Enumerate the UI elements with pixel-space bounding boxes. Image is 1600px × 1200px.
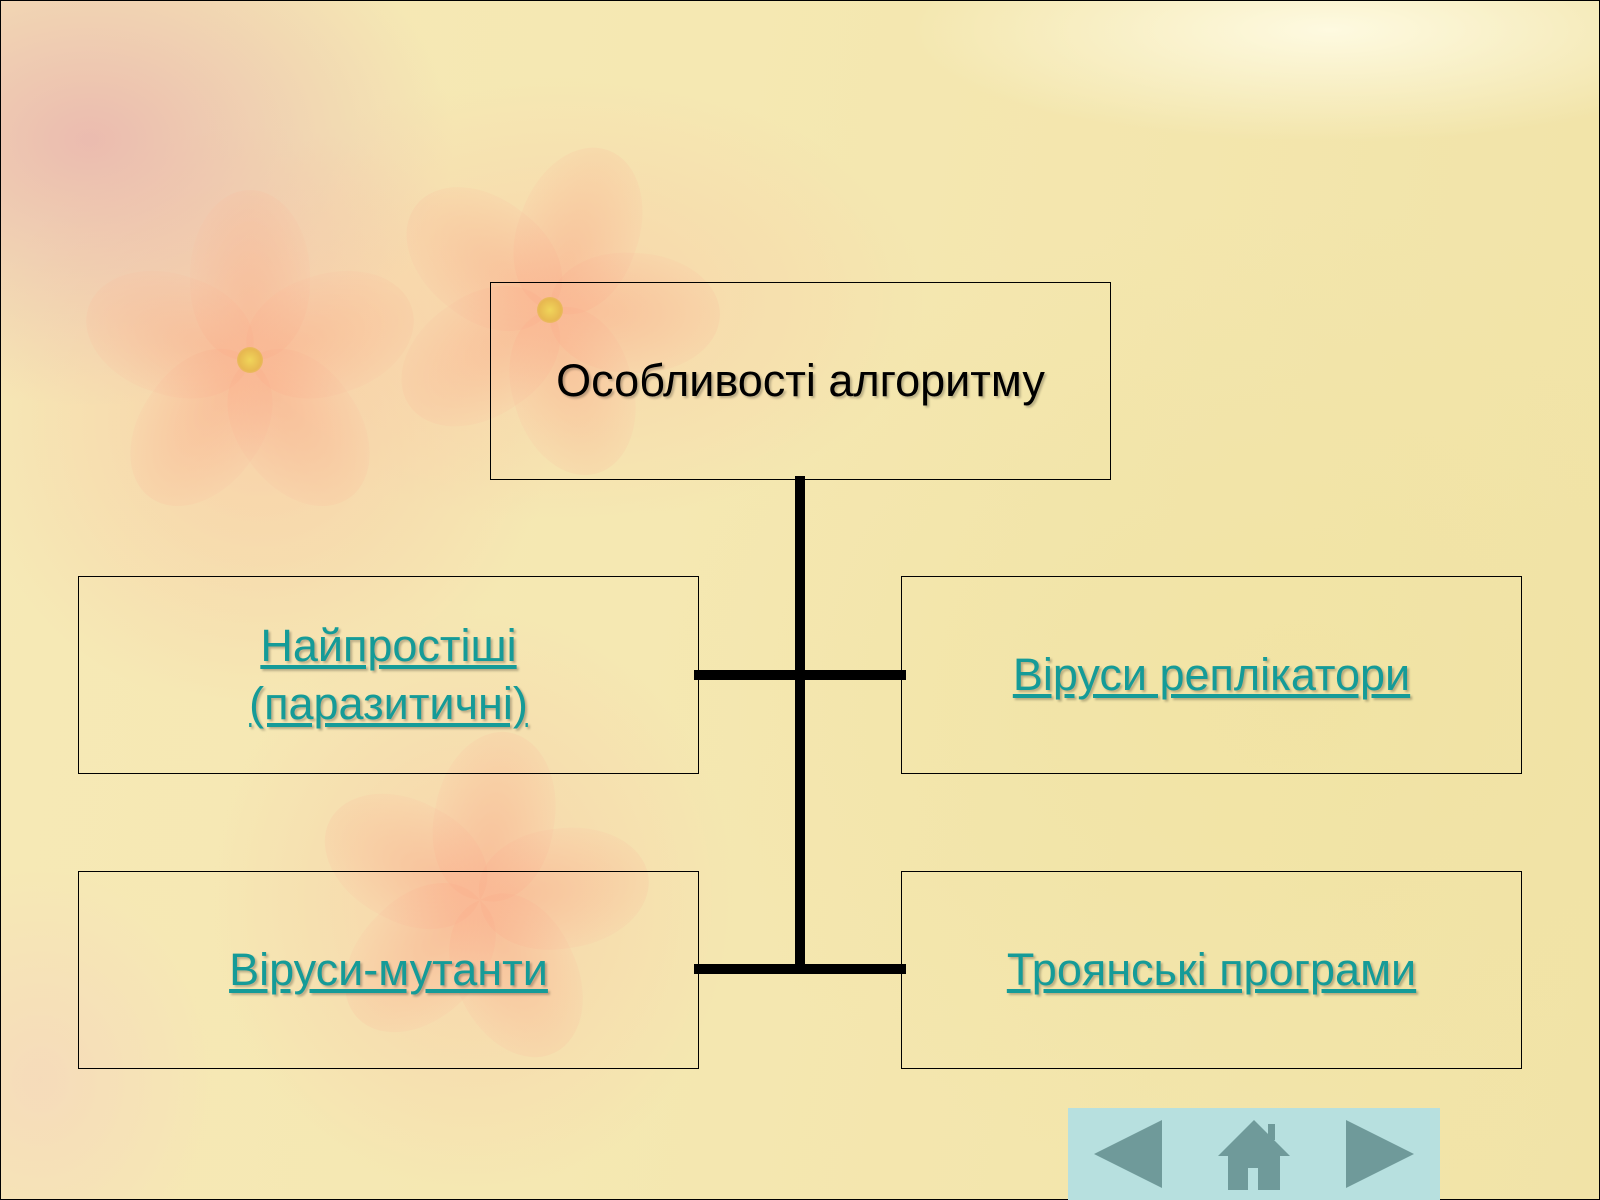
back-button[interactable] xyxy=(1090,1118,1166,1190)
home-button[interactable] xyxy=(1216,1118,1292,1190)
branch-link-mutants[interactable]: Віруси-мутанти xyxy=(229,944,548,995)
root-node-label: Особливості алгоритму xyxy=(556,355,1045,406)
connector-horizontal-bottom xyxy=(694,964,906,974)
branch-node-trojans[interactable]: Троянські програми xyxy=(901,871,1522,1069)
branch-node-replicators[interactable]: Віруси реплікатори xyxy=(901,576,1522,774)
branch-node-mutants[interactable]: Віруси-мутанти xyxy=(78,871,699,1069)
decorative-flower xyxy=(69,190,431,533)
triangle-right-icon xyxy=(1346,1120,1414,1188)
triangle-left-icon xyxy=(1094,1120,1162,1188)
forward-button[interactable] xyxy=(1342,1118,1418,1190)
branch-node-simplest[interactable]: Найпростіші (паразитичні) xyxy=(78,576,699,774)
navigation-panel xyxy=(1068,1108,1440,1200)
connector-vertical xyxy=(795,476,805,970)
connector-horizontal-top xyxy=(694,670,906,680)
branch-link-trojans[interactable]: Троянські програми xyxy=(1006,944,1417,995)
branch-link-replicators[interactable]: Віруси реплікатори xyxy=(1012,649,1411,700)
home-icon xyxy=(1218,1120,1290,1190)
root-node: Особливості алгоритму xyxy=(490,282,1111,480)
branch-link-simplest[interactable]: Найпростіші (паразитичні) xyxy=(249,620,528,729)
